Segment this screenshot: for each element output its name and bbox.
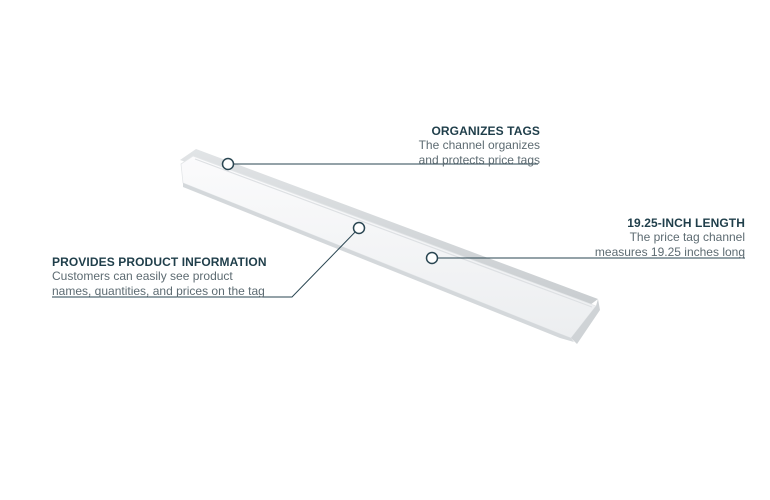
callout-description: Customers can easily see product names, …: [52, 269, 292, 299]
channel-end-cap: [571, 299, 600, 344]
channel-groove: [194, 158, 593, 308]
marker-info: [352, 221, 366, 235]
price-tag-channel: [180, 149, 600, 344]
callout-title: 19.25-INCH LENGTH: [627, 216, 745, 230]
callout-markers: [221, 157, 439, 265]
callout-description-line: names, quantities, and prices on the tag: [52, 284, 265, 298]
leader-lines: [52, 163, 745, 298]
callout-description-line: and protects price tags: [418, 153, 540, 167]
callout-title: PROVIDES PRODUCT INFORMATION: [52, 255, 267, 269]
marker-organizes: [221, 157, 235, 171]
leader-line-info: [52, 227, 360, 298]
channel-face: [180, 155, 597, 339]
callout-description-line: The channel organizes: [418, 138, 540, 152]
channel-top-lip: [180, 149, 598, 305]
marker-length: [425, 251, 439, 265]
callout-organizes-tags: ORGANIZES TAGS The channel organizes and…: [360, 124, 540, 168]
callout-product-information: PROVIDES PRODUCT INFORMATION Customers c…: [52, 255, 292, 299]
callout-title: ORGANIZES TAGS: [431, 124, 540, 138]
callout-length: 19.25-INCH LENGTH The price tag channel …: [560, 216, 745, 260]
callout-description: The channel organizes and protects price…: [360, 138, 540, 168]
channel-bottom-edge: [183, 183, 574, 342]
callout-description: The price tag channel measures 19.25 inc…: [560, 230, 745, 260]
callout-description-line: Customers can easily see product: [52, 269, 233, 283]
callout-description-line: measures 19.25 inches long: [594, 245, 745, 259]
callout-description-line: The price tag channel: [629, 230, 745, 244]
